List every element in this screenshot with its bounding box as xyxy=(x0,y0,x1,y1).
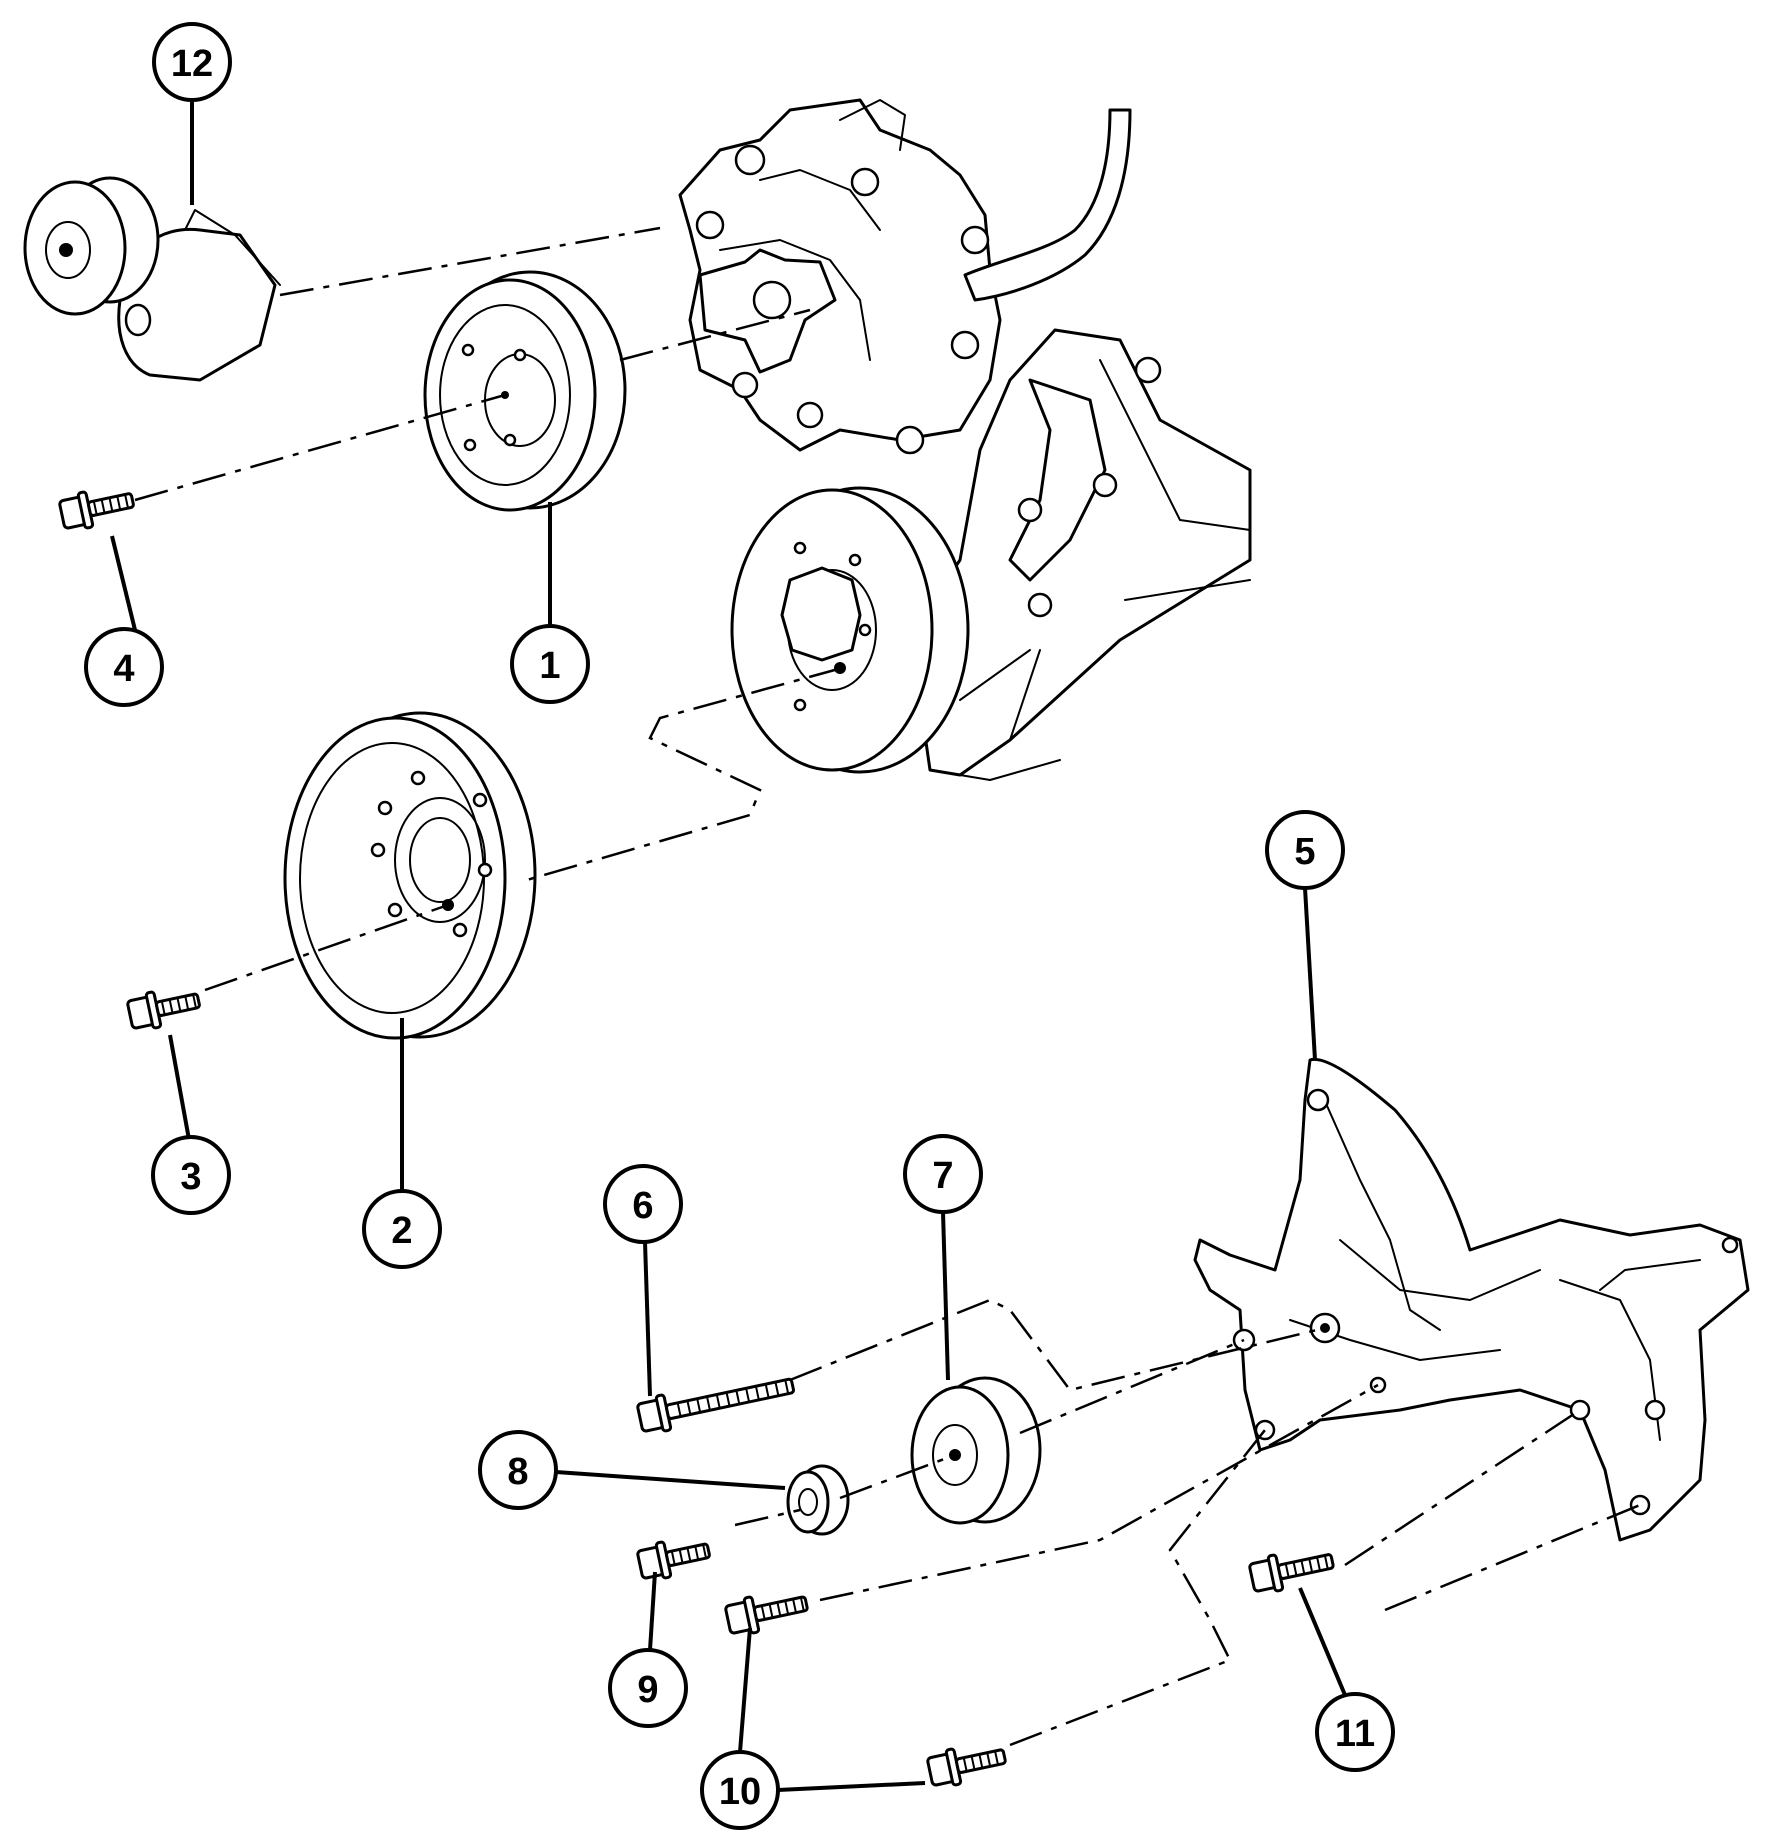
bolt-9 xyxy=(636,1533,712,1583)
svg-text:4: 4 xyxy=(113,648,134,690)
callout-leaders xyxy=(112,100,1345,1790)
svg-text:2: 2 xyxy=(391,1210,412,1252)
callout-9: 9 xyxy=(610,1650,686,1726)
callout-4: 4 xyxy=(86,629,162,705)
svg-text:3: 3 xyxy=(180,1156,201,1198)
mounting-bracket-part xyxy=(1195,1059,1748,1540)
spacer-part xyxy=(788,1466,848,1534)
engine-front-assembly xyxy=(680,100,1250,780)
water-pump-pulley-part xyxy=(425,272,625,510)
callout-12: 12 xyxy=(154,24,230,100)
belt-tensioner-part xyxy=(25,178,280,380)
svg-text:6: 6 xyxy=(632,1185,653,1227)
crankshaft-pulley-part xyxy=(285,713,535,1038)
bolt-10-lower xyxy=(926,1739,1008,1790)
callout-6: 6 xyxy=(605,1166,681,1242)
bolt-10-upper xyxy=(724,1586,810,1638)
bolt-4 xyxy=(58,482,136,532)
svg-text:7: 7 xyxy=(932,1155,953,1197)
svg-text:11: 11 xyxy=(1335,1713,1375,1755)
svg-text:8: 8 xyxy=(507,1451,528,1493)
callout-8: 8 xyxy=(480,1432,556,1508)
svg-text:9: 9 xyxy=(637,1669,658,1711)
svg-text:12: 12 xyxy=(171,43,213,85)
idler-pulley-part xyxy=(912,1378,1040,1523)
callout-10-a: 10 xyxy=(702,1752,778,1828)
assembly-lines xyxy=(135,228,1640,1745)
callout-7: 7 xyxy=(905,1136,981,1212)
bolt-3 xyxy=(126,983,202,1033)
bolt-11 xyxy=(1248,1543,1336,1595)
callout-5: 5 xyxy=(1267,812,1343,888)
callout-1: 1 xyxy=(512,626,588,702)
svg-text:1: 1 xyxy=(539,645,560,687)
svg-text:10: 10 xyxy=(719,1771,761,1813)
callout-3: 3 xyxy=(153,1137,229,1213)
callout-2: 2 xyxy=(364,1191,440,1267)
svg-text:5: 5 xyxy=(1294,831,1315,873)
callout-11: 11 xyxy=(1317,1694,1393,1770)
bolt-6 xyxy=(636,1368,796,1436)
